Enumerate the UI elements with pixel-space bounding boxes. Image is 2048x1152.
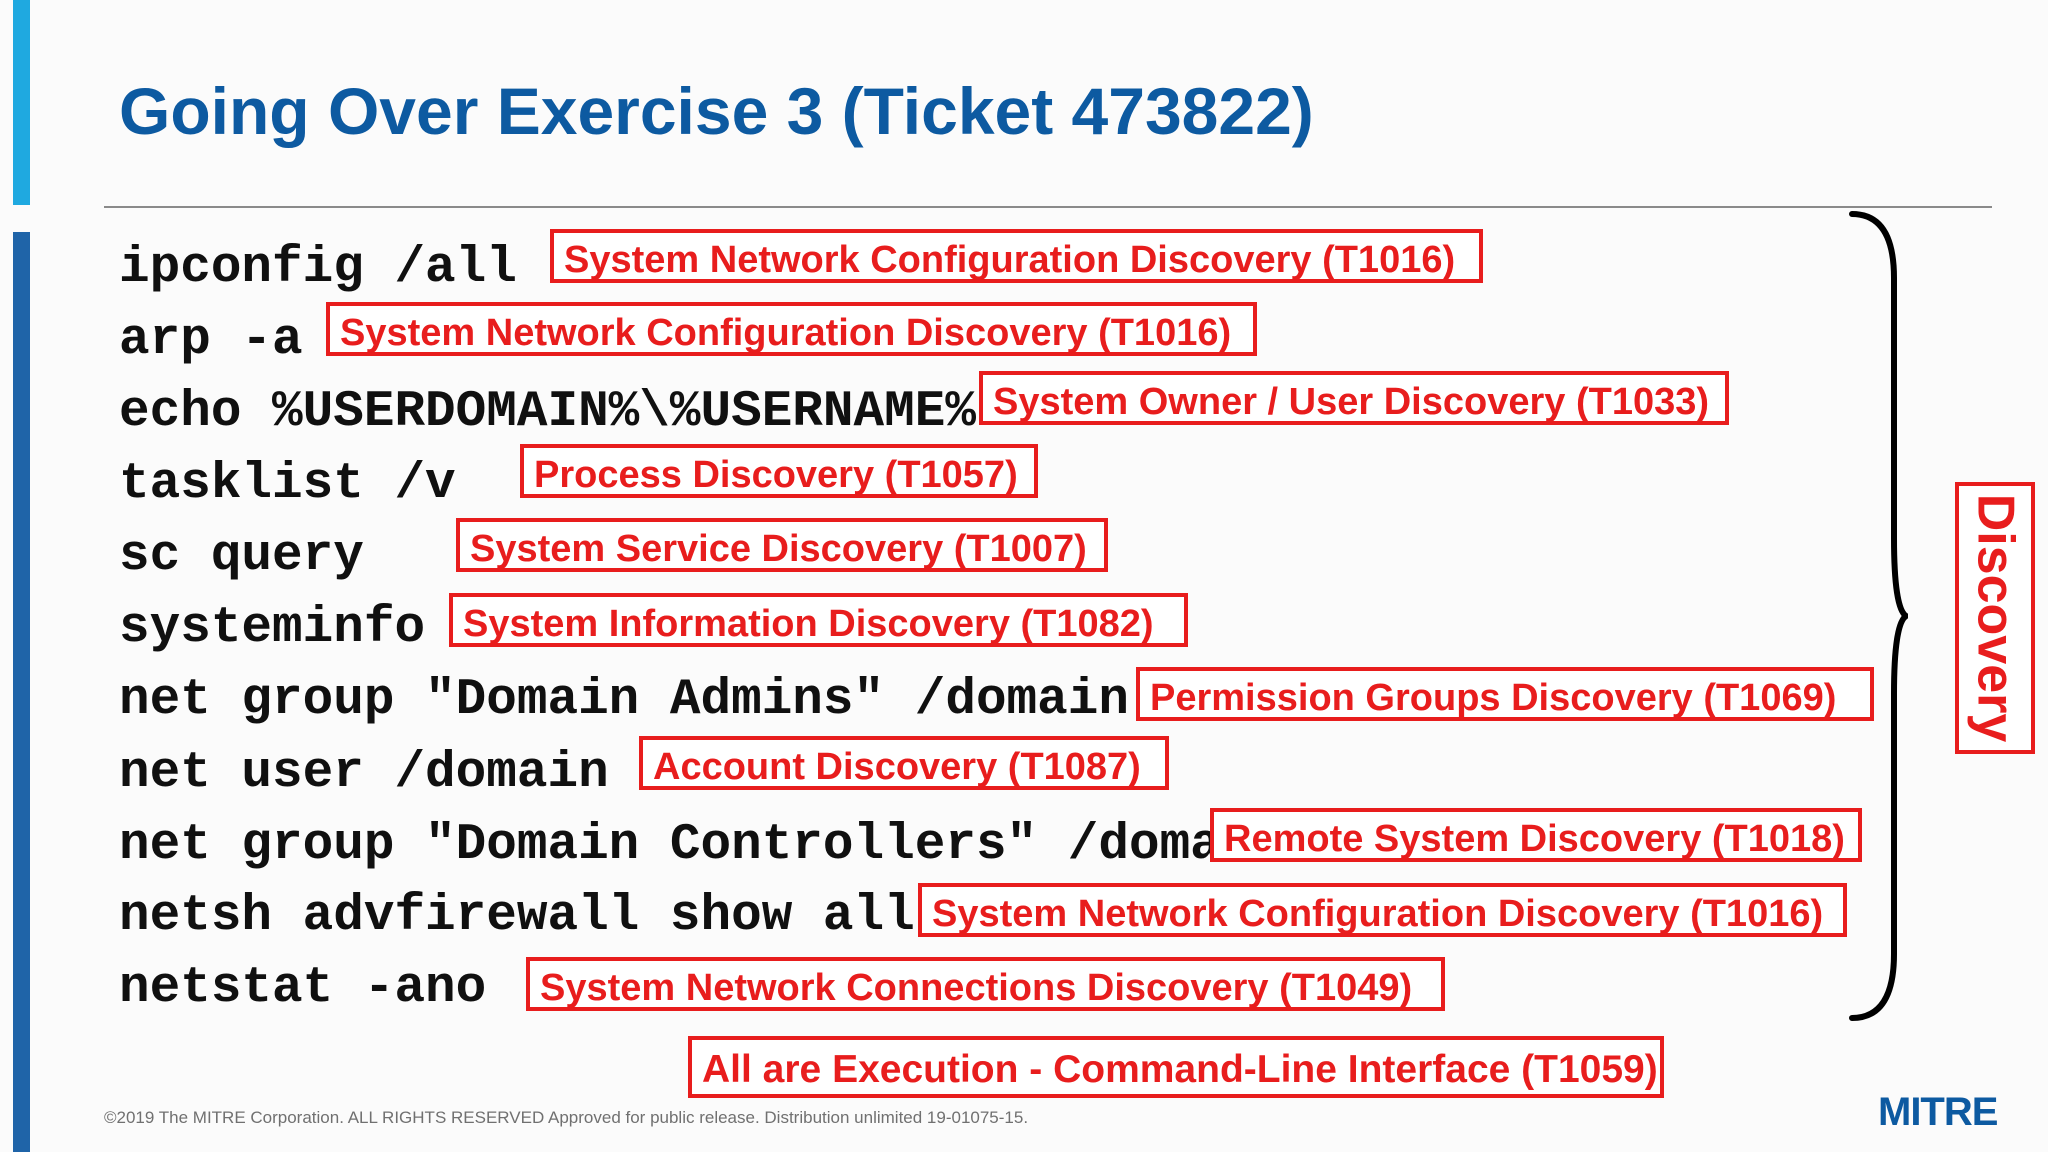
accent-bar-top bbox=[13, 0, 30, 205]
command-net-group-admins: net group "Domain Admins" /domain bbox=[119, 672, 1129, 729]
technique-tag: System Information Discovery (T1082) bbox=[449, 593, 1188, 647]
command-net-group-controllers: net group "Domain Controllers" /domain bbox=[119, 817, 1282, 874]
command-netstat: netstat -ano bbox=[119, 960, 487, 1017]
command-echo: echo %USERDOMAIN%\%USERNAME% bbox=[119, 384, 976, 441]
command-arp: arp -a bbox=[119, 312, 303, 369]
technique-tag: System Network Configuration Discovery (… bbox=[326, 302, 1257, 356]
discovery-group-label: Discovery bbox=[1955, 482, 2035, 754]
command-systeminfo: systeminfo bbox=[119, 600, 426, 657]
slide-title: Going Over Exercise 3 (Ticket 473822) bbox=[119, 74, 1314, 148]
command-sc-query: sc query bbox=[119, 528, 364, 585]
copyright-footer: ©2019 The MITRE Corporation. ALL RIGHTS … bbox=[104, 1108, 1029, 1127]
mitre-logo: MITRE bbox=[1878, 1090, 1998, 1134]
discovery-text: Discovery bbox=[1966, 493, 2025, 743]
title-divider bbox=[104, 206, 1992, 208]
accent-bar-bottom bbox=[13, 232, 30, 1152]
right-curly-brace bbox=[1849, 211, 1908, 1021]
technique-tag: Permission Groups Discovery (T1069) bbox=[1136, 667, 1874, 721]
command-ipconfig: ipconfig /all bbox=[119, 240, 517, 297]
command-net-user: net user /domain bbox=[119, 745, 609, 802]
technique-tag: System Owner / User Discovery (T1033) bbox=[979, 371, 1729, 425]
execution-tag: All are Execution - Command-Line Interfa… bbox=[688, 1036, 1664, 1098]
technique-tag: Process Discovery (T1057) bbox=[520, 444, 1038, 498]
command-tasklist: tasklist /v bbox=[119, 456, 456, 513]
technique-tag: Account Discovery (T1087) bbox=[639, 736, 1169, 790]
technique-tag: System Network Connections Discovery (T1… bbox=[526, 957, 1445, 1011]
technique-tag: System Network Configuration Discovery (… bbox=[550, 229, 1483, 283]
technique-tag: System Service Discovery (T1007) bbox=[456, 518, 1108, 572]
technique-tag: Remote System Discovery (T1018) bbox=[1210, 808, 1862, 862]
command-netsh: netsh advfirewall show all bbox=[119, 888, 915, 945]
technique-tag: System Network Configuration Discovery (… bbox=[918, 883, 1847, 937]
